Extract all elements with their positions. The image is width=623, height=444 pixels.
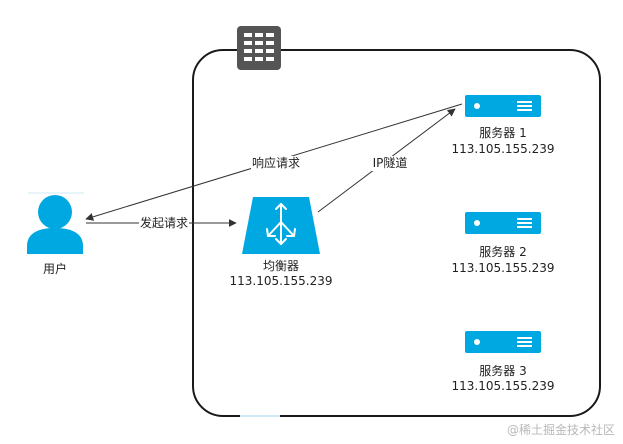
server-icon <box>465 212 541 234</box>
server-3-label: 服务器 3 <box>479 364 527 378</box>
balancer-ip: 113.105.155.239 <box>229 274 333 288</box>
server-icon <box>465 331 541 353</box>
server-1-ip: 113.105.155.239 <box>451 142 555 156</box>
server-3-ip: 113.105.155.239 <box>451 379 555 393</box>
building-icon <box>237 26 281 70</box>
server-2-label: 服务器 2 <box>479 245 527 259</box>
balancer-label: 均衡器 <box>262 259 300 273</box>
edge-label-response: 响应请求 <box>250 156 302 171</box>
watermark: @稀土掘金技术社区 <box>506 423 615 437</box>
edge-label-forward: IP隧道 <box>371 156 409 171</box>
server-2-ip: 113.105.155.239 <box>451 261 555 275</box>
server-1-label: 服务器 1 <box>479 126 527 140</box>
edge-label-request: 发起请求 <box>138 216 190 231</box>
load-balancer-icon <box>242 197 320 254</box>
datacenter-frame <box>192 49 601 417</box>
user-icon <box>27 192 84 254</box>
server-icon <box>465 95 541 117</box>
user-label: 用户 <box>42 262 68 276</box>
